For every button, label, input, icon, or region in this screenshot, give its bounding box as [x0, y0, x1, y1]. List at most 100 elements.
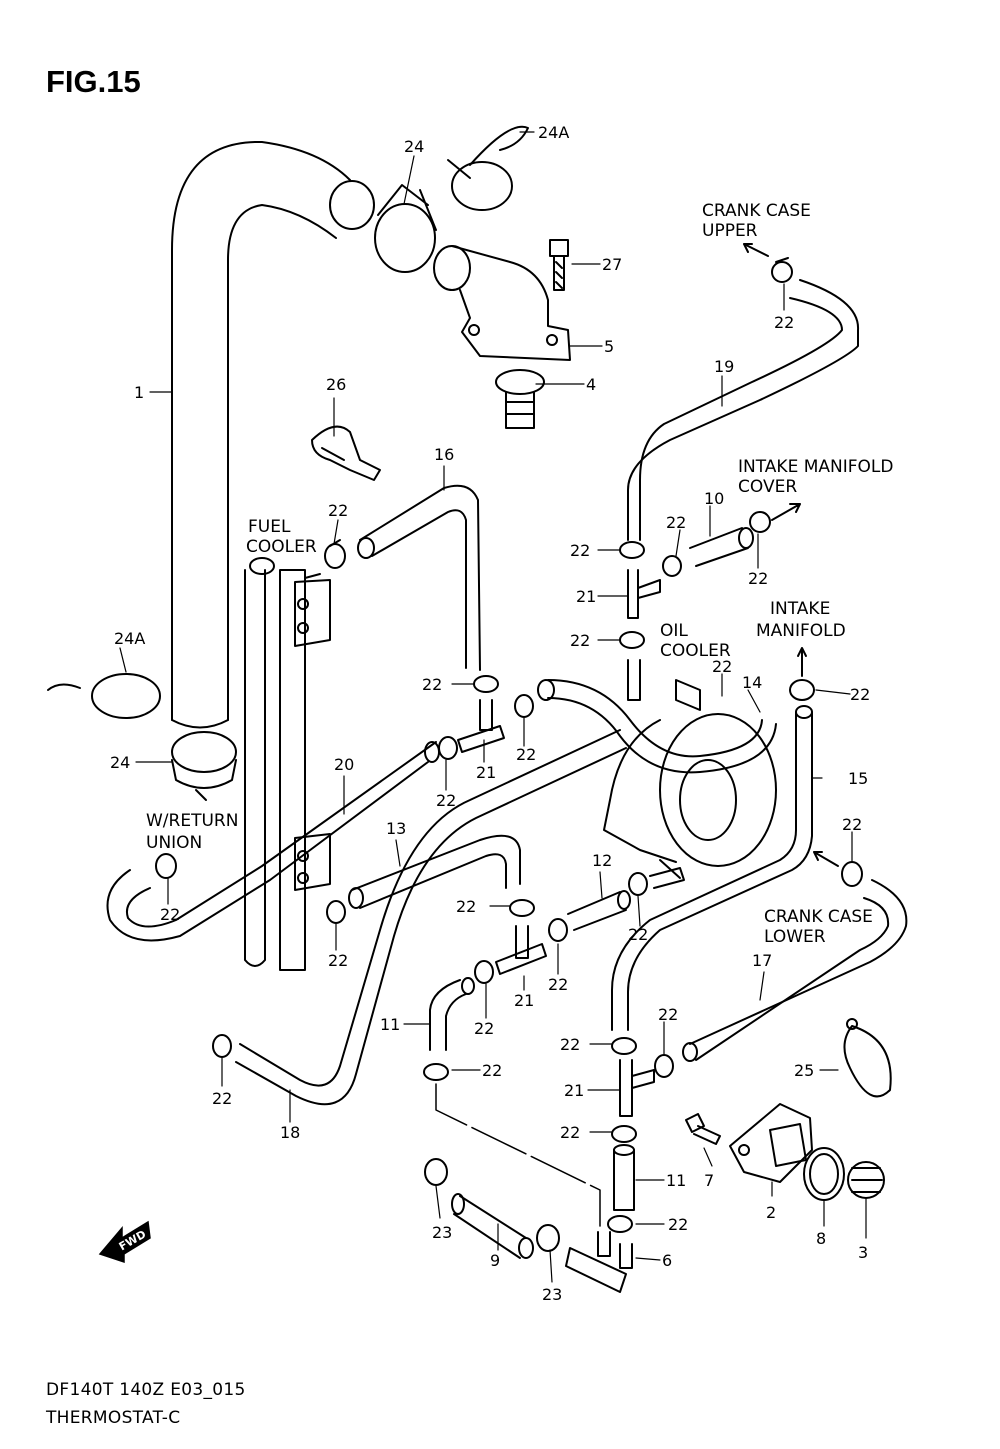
callout-18: 18 — [280, 1123, 300, 1142]
clamp-22-hose13 — [326, 900, 346, 924]
callout-14: 14 — [742, 673, 762, 692]
clamp-22-lr-top — [611, 1037, 637, 1055]
clip-24A-lower — [47, 673, 161, 719]
housing-2 — [729, 1103, 813, 1183]
bolt-7 — [685, 1113, 721, 1145]
callout-22-s: 22 — [474, 1019, 494, 1038]
callout-17: 17 — [752, 951, 772, 970]
label-intake-manifold-1: INTAKE — [770, 599, 830, 619]
fuel-cooler-body — [244, 557, 331, 971]
clamp-22-crank-upper — [771, 257, 793, 283]
union-21-lower-mid — [495, 925, 547, 975]
clamp-22-hose10-right — [749, 511, 771, 533]
hose-15 — [611, 705, 813, 1031]
callout-27: 27 — [602, 255, 622, 274]
callout-13: 13 — [386, 819, 406, 838]
clamp-22-lm-left — [474, 960, 494, 984]
clip-26 — [311, 425, 381, 481]
callout-22-u: 22 — [482, 1061, 502, 1080]
callout-5: 5 — [604, 337, 614, 356]
arrow-intake-cover — [771, 503, 801, 521]
clamp-22-hose10-left — [662, 555, 682, 577]
callout-22-i: 22 — [850, 685, 870, 704]
callout-12: 12 — [592, 851, 612, 870]
callout-21-a: 21 — [576, 587, 596, 606]
callout-22-p: 22 — [328, 951, 348, 970]
clamp-23-upper — [424, 1158, 448, 1186]
label-w-return-union-1: W/RETURN — [146, 811, 238, 831]
callout-11-upper: 11 — [380, 1015, 400, 1034]
callout-6: 6 — [662, 1251, 672, 1270]
clamp-22-union-bottom — [619, 631, 645, 649]
callout-26: 26 — [326, 375, 346, 394]
callout-22-o: 22 — [628, 925, 648, 944]
arrow-crank-lower — [813, 851, 839, 867]
clamp-22-lr-bottom — [611, 1125, 637, 1143]
callout-10: 10 — [704, 489, 724, 508]
fwd-arrow-icon: FWD — [98, 1220, 151, 1264]
clamp-22-lm-top — [509, 899, 535, 917]
callout-22-a: 22 — [774, 313, 794, 332]
callout-24-upper: 24 — [404, 137, 424, 156]
callout-22-m: 22 — [160, 905, 180, 924]
clamp-22-h11l — [607, 1215, 633, 1233]
callout-24-lower: 24 — [110, 753, 130, 772]
callout-2: 2 — [766, 1203, 776, 1222]
thermostat-4 — [495, 369, 545, 429]
callout-23-a: 23 — [432, 1223, 452, 1242]
callout-15: 15 — [848, 769, 868, 788]
callout-23-b: 23 — [542, 1285, 562, 1304]
hose-11-lower — [613, 1144, 635, 1211]
clamp-22-w-return — [155, 853, 177, 879]
callout-22-j: 22 — [516, 745, 536, 764]
clamp-22-union-top — [619, 541, 645, 559]
label-intake-manifold-2: MANIFOLD — [756, 621, 846, 641]
leader-lines — [119, 131, 867, 1283]
label-crank-case-lower-1: CRANK CASE — [764, 907, 873, 927]
callout-22-g: 22 — [712, 657, 732, 676]
clamp-23-lower — [536, 1224, 560, 1252]
label-oil-cooler-2: COOLER — [660, 641, 731, 661]
label-crank-case-lower-2: LOWER — [764, 927, 826, 947]
callout-24A-upper: 24A — [538, 123, 569, 142]
callout-22-r: 22 — [658, 1005, 678, 1024]
tee-union-6 — [565, 1231, 633, 1293]
hose-13 — [348, 834, 521, 909]
arrow-intake-manifold — [797, 647, 807, 677]
callout-22-c: 22 — [666, 513, 686, 532]
valve-3 — [847, 1161, 885, 1199]
hose-10 — [689, 527, 754, 567]
callout-25: 25 — [794, 1061, 814, 1080]
callout-22-l: 22 — [842, 815, 862, 834]
callout-9: 9 — [490, 1251, 500, 1270]
callout-24A-lower: 24A — [114, 629, 145, 648]
callout-20: 20 — [334, 755, 354, 774]
hose-1 — [171, 140, 375, 729]
callout-7: 7 — [704, 1171, 714, 1190]
clamp-22-intake-manifold — [789, 679, 815, 701]
union-21-mid-left — [457, 699, 505, 753]
clip-24A-upper — [447, 125, 529, 211]
arrow-crank-upper — [743, 243, 769, 257]
clamp-22-mid-top — [473, 675, 499, 693]
callout-1: 1 — [134, 383, 144, 402]
callout-4: 4 — [586, 375, 596, 394]
callout-8: 8 — [816, 1229, 826, 1248]
label-fuel-cooler-1: FUEL — [248, 517, 291, 537]
union-21-upper — [627, 569, 661, 619]
callout-22-w: 22 — [560, 1123, 580, 1142]
clamp-22-hose18 — [212, 1034, 232, 1058]
figure-title: FIG.15 — [46, 64, 141, 99]
label-crank-case-upper-1: CRANK CASE — [702, 201, 811, 221]
callout-22-f: 22 — [570, 631, 590, 650]
clip-25 — [843, 1018, 892, 1098]
label-w-return-union-2: UNION — [146, 833, 202, 853]
callout-22-t: 22 — [560, 1035, 580, 1054]
callout-22-v: 22 — [212, 1089, 232, 1108]
clamp-22-hose12-right — [628, 872, 648, 896]
clamp-22-lr-right — [654, 1054, 674, 1078]
callout-22-k: 22 — [436, 791, 456, 810]
diagram-caption: THERMOSTAT-C — [46, 1408, 181, 1428]
